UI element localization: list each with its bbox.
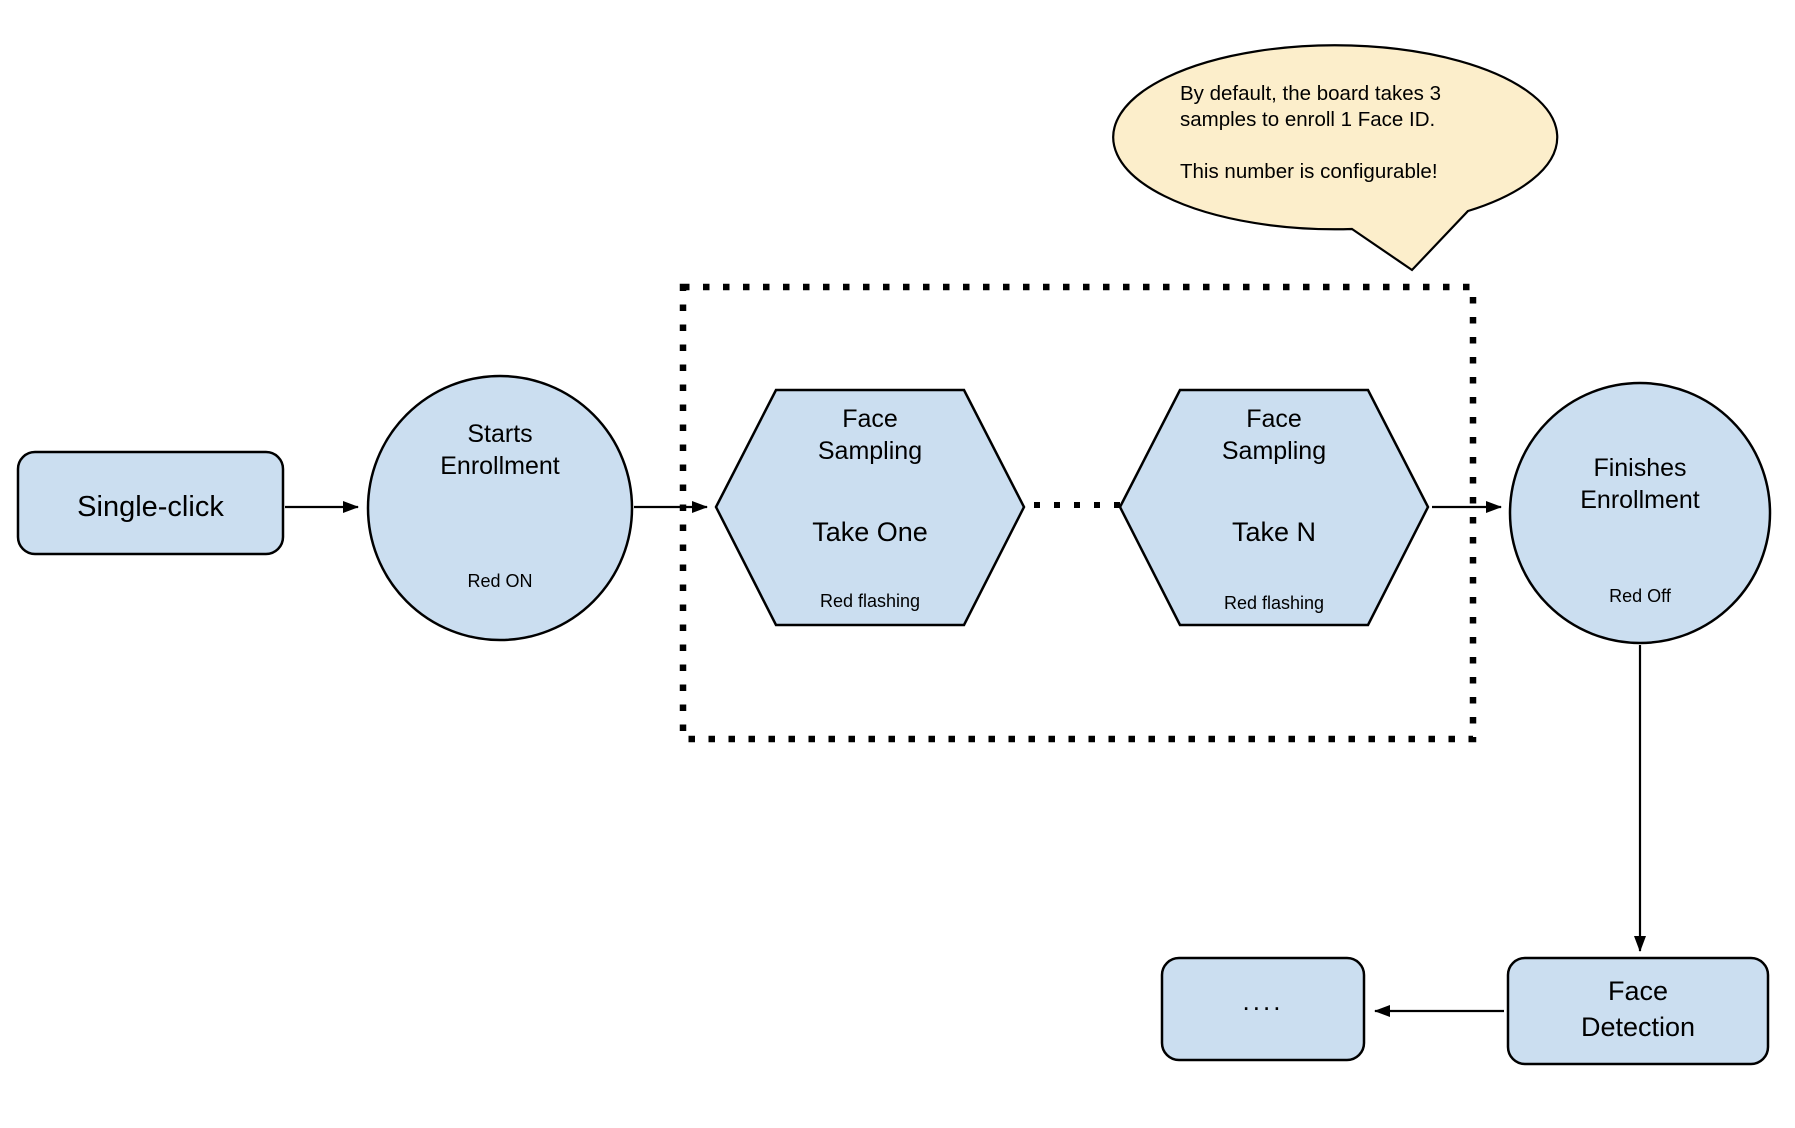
- face-sampling-first-node-shape: [714, 388, 1026, 627]
- starts-enrollment-status: Red ON: [467, 571, 533, 591]
- callout-text: By default, the board takes 3 samples to…: [1180, 82, 1441, 183]
- starts-enrollment-title: Starts Enrollment: [440, 420, 560, 480]
- single-click-node-shape: [16, 450, 285, 556]
- finishes-enrollment-node-shape: [1508, 381, 1772, 645]
- continuation-node-shape: [1160, 956, 1366, 1062]
- continuation-label: ....: [1242, 986, 1284, 1016]
- face-sampling-first-title: Face Sampling: [817, 405, 923, 465]
- single-click-label: Single-click: [77, 491, 224, 523]
- face-sampling-last-take-label: Take N: [1231, 517, 1317, 547]
- callout-bubble: [1112, 44, 1559, 272]
- starts-enrollment-node-shape: [366, 374, 634, 642]
- finishes-enrollment-title: Finishes Enrollment: [1580, 454, 1700, 514]
- face-sampling-last-title: Face Sampling: [1221, 405, 1327, 465]
- finishes-enrollment-status: Red Off: [1609, 586, 1671, 606]
- face-detection-node-shape: [1506, 956, 1770, 1066]
- face-sampling-first-status: Red flashing: [819, 591, 921, 611]
- face-sampling-first-take-label: Take One: [812, 517, 928, 547]
- face-sampling-last-node-shape: [1118, 388, 1430, 627]
- face-sampling-last-status: Red flashing: [1223, 593, 1325, 613]
- face-detection-label: Face Detection: [1580, 976, 1696, 1043]
